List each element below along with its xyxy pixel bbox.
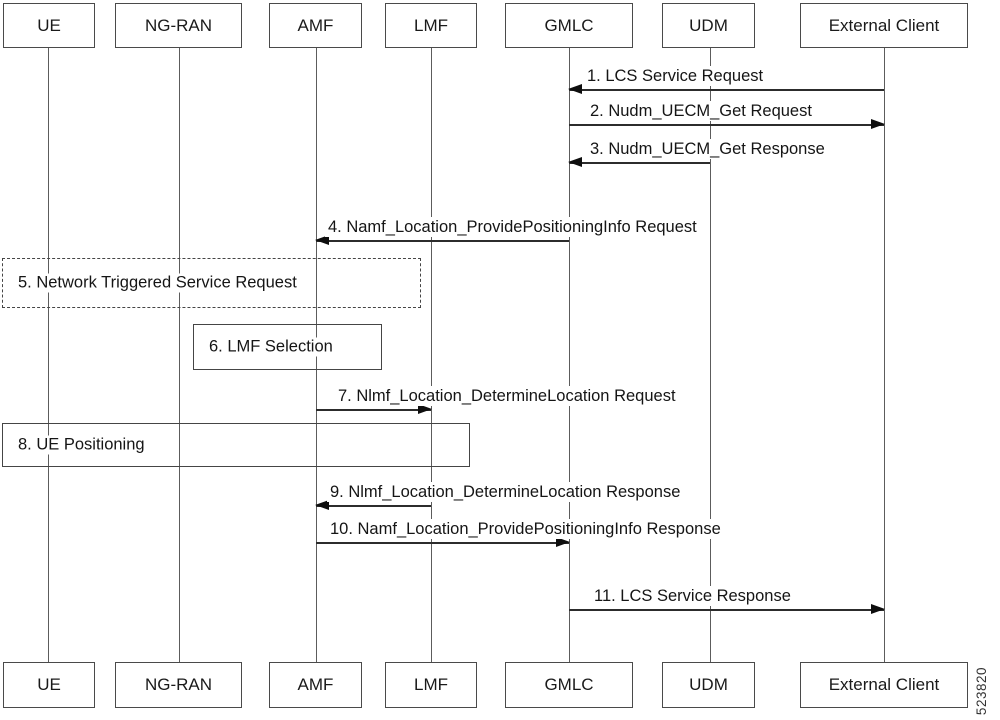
arrowhead-right-icon — [418, 404, 432, 415]
figure-number: 523820 — [974, 667, 989, 716]
lifeline-udm — [710, 48, 712, 662]
message-line-9 — [315, 500, 431, 511]
step-label-8: 8. UE Positioning — [15, 435, 148, 455]
actor-label: LMF — [414, 675, 448, 694]
message-label-1: 1. LCS Service Request — [584, 66, 767, 86]
actor-label: UDM — [689, 15, 728, 35]
message-line-11 — [569, 604, 885, 615]
actor-box-external-client-top: External Client — [800, 3, 968, 48]
message-label-11: 11. LCS Service Response — [591, 586, 794, 606]
lifeline-gmlc — [569, 48, 571, 662]
arrowhead-left-icon — [315, 235, 329, 246]
step-label-5: 5. Network Triggered Service Request — [15, 273, 300, 293]
actor-label: LMF — [414, 15, 448, 35]
actor-label: GMLC — [544, 675, 594, 694]
actor-box-gmlc-bottom: GMLC — [505, 662, 633, 708]
message-label-7: 7. Nlmf_Location_DetermineLocation Reque… — [335, 386, 679, 406]
actor-label: NG-RAN — [144, 675, 213, 694]
actor-box-ng-ran-bottom: NG-RAN — [115, 662, 242, 708]
actor-box-lmf-top: LMF — [385, 3, 477, 48]
arrowhead-right-icon — [871, 119, 885, 130]
lifeline-lmf — [431, 48, 433, 662]
step-box-5-network-triggered-service-request: 5. Network Triggered Service Request — [2, 258, 421, 308]
actor-box-lmf-bottom: LMF — [385, 662, 477, 708]
message-label-2: 2. Nudm_UECM_Get Request — [587, 101, 815, 121]
actor-label: UE — [37, 15, 61, 35]
message-line-7 — [316, 404, 432, 415]
message-line-3 — [568, 157, 710, 168]
message-line-1 — [568, 84, 884, 95]
step-box-8-ue-positioning: 8. UE Positioning — [2, 423, 470, 467]
message-label-4: 4. Namf_Location_ProvidePositioningInfo … — [325, 217, 700, 237]
step-label-6: 6. LMF Selection — [206, 337, 336, 357]
actor-box-external-client-bottom: External Client — [800, 662, 968, 708]
actor-box-amf-bottom: AMF — [269, 662, 362, 708]
lifeline-ng-ran — [179, 48, 181, 662]
message-label-10: 10. Namf_Location_ProvidePositioningInfo… — [327, 519, 724, 539]
message-line-4 — [315, 235, 569, 246]
actor-box-gmlc-top: GMLC — [505, 3, 633, 48]
message-label-9: 9. Nlmf_Location_DetermineLocation Respo… — [327, 482, 684, 502]
lifeline-external-client — [884, 48, 886, 662]
actor-box-ue-top: UE — [3, 3, 95, 48]
arrowhead-left-icon — [568, 84, 582, 95]
actor-label: AMF — [297, 15, 334, 35]
actor-box-ng-ran-top: NG-RAN — [115, 3, 242, 48]
actor-label: GMLC — [544, 15, 594, 35]
actor-label: NG-RAN — [144, 15, 213, 35]
lifeline-ue — [48, 48, 50, 662]
actor-box-amf-top: AMF — [269, 3, 362, 48]
arrowhead-right-icon — [871, 604, 885, 615]
actor-box-udm-bottom: UDM — [662, 662, 755, 708]
actor-box-ue-bottom: UE — [3, 662, 95, 708]
message-line-2 — [569, 119, 885, 130]
actor-box-udm-top: UDM — [662, 3, 755, 48]
actor-label: UDM — [689, 675, 728, 694]
actor-label: External Client — [828, 15, 940, 35]
actor-label: UE — [37, 675, 61, 694]
actor-label: External Client — [828, 675, 940, 694]
arrowhead-left-icon — [568, 157, 582, 168]
arrowhead-left-icon — [315, 500, 329, 511]
actor-label: AMF — [297, 675, 334, 694]
message-label-3: 3. Nudm_UECM_Get Response — [587, 139, 828, 159]
arrowhead-right-icon — [556, 537, 570, 548]
message-line-10 — [316, 537, 570, 548]
step-box-6-lmf-selection: 6. LMF Selection — [193, 324, 382, 370]
